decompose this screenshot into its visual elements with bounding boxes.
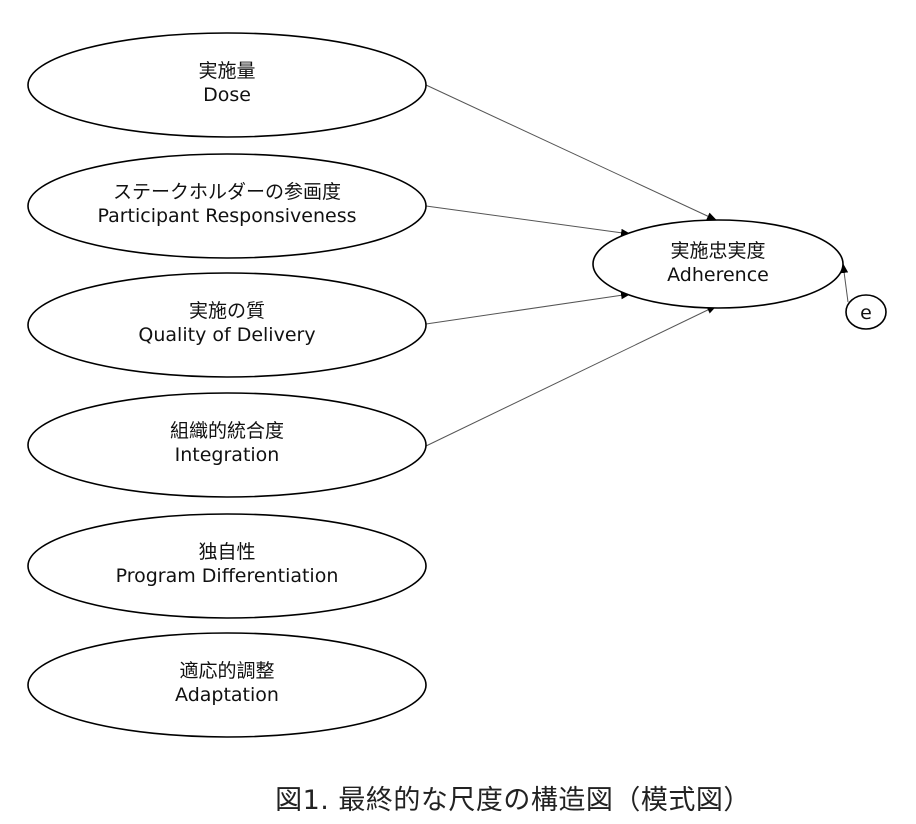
node-quality-of-delivery-label-en: Quality of Delivery xyxy=(138,324,315,346)
node-program-differentiation: 独自性 Program Differentiation xyxy=(27,513,427,619)
node-adaptation-label-en: Adaptation xyxy=(175,684,279,706)
node-integration-label-ja: 組織的統合度 xyxy=(170,420,284,442)
node-adaptation-label-ja: 適応的調整 xyxy=(179,660,274,682)
node-dose: 実施量 Dose xyxy=(27,32,427,138)
node-quality-of-delivery: 実施の質 Quality of Delivery xyxy=(27,272,427,378)
node-adherence-label-ja: 実施忠実度 xyxy=(670,240,765,262)
node-participant-responsiveness: ステークホルダーの参画度 Participant Responsiveness xyxy=(27,153,427,259)
edge-error-to-adherence xyxy=(840,263,849,303)
node-participant-responsiveness-label-en: Participant Responsiveness xyxy=(97,205,356,227)
node-integration: 組織的統合度 Integration xyxy=(27,392,427,498)
edge-dose-to-adherence xyxy=(425,84,717,221)
node-dose-label-en: Dose xyxy=(203,84,251,106)
node-integration-label-en: Integration xyxy=(175,444,280,466)
edge-quality-to-adherence xyxy=(425,291,631,325)
edge-integration-to-adherence xyxy=(425,305,717,447)
node-error-term: e xyxy=(845,294,887,330)
figure-caption: 図1. 最終的な尺度の構造図（模式図） xyxy=(275,785,751,816)
node-program-differentiation-label-en: Program Differentiation xyxy=(116,565,339,587)
node-adherence-label-en: Adherence xyxy=(667,264,769,286)
node-dose-label-ja: 実施量 xyxy=(198,60,255,82)
edge-responsiveness-to-adherence xyxy=(425,205,631,237)
node-adaptation: 適応的調整 Adaptation xyxy=(27,632,427,738)
node-quality-of-delivery-label-ja: 実施の質 xyxy=(189,300,265,322)
node-error-term-label: e xyxy=(860,302,872,324)
node-participant-responsiveness-label-ja: ステークホルダーの参画度 xyxy=(113,181,341,203)
node-adherence: 実施忠実度 Adherence xyxy=(592,219,844,309)
node-program-differentiation-label-ja: 独自性 xyxy=(198,541,255,563)
